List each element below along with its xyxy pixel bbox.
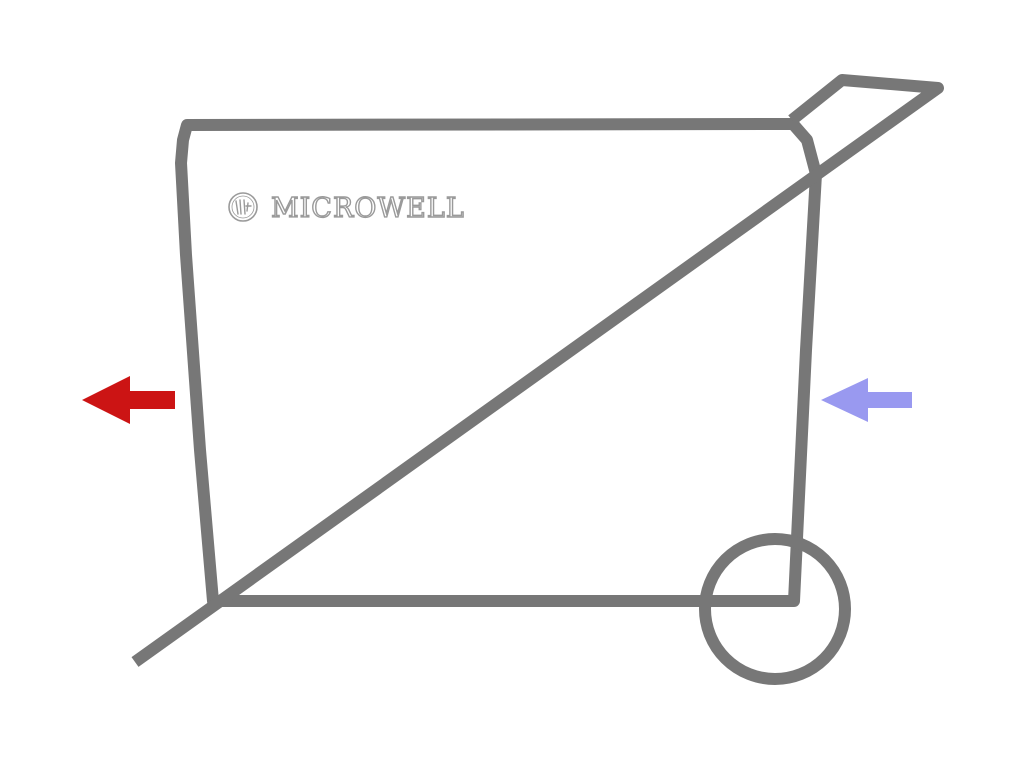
trolley-handle xyxy=(131,74,944,667)
device-body-outline xyxy=(175,118,822,607)
cool-air-in-arrow-icon xyxy=(821,378,912,422)
trolley-wheel xyxy=(699,533,851,685)
brand-name: MICROWELL xyxy=(271,193,465,224)
microwell-logo-icon xyxy=(228,192,258,222)
device-outline xyxy=(131,74,944,685)
warm-air-out-arrow-icon xyxy=(82,376,175,424)
